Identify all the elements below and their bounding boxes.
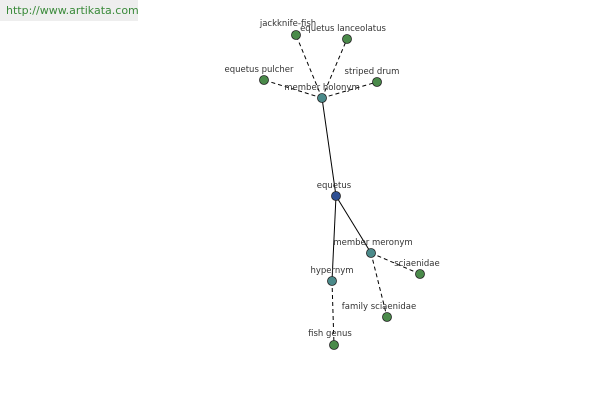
edge-member-meronym-family-sciaenidae xyxy=(370,252,388,318)
relation-label-member-meronym[interactable]: member meronym xyxy=(333,238,412,248)
leaf-node-fish-genus[interactable] xyxy=(329,340,339,350)
edge-member-holonym-striped-drum xyxy=(321,81,378,99)
edge-hypernym-fish-genus xyxy=(331,280,335,346)
leaf-node-equetus-pulcher[interactable] xyxy=(259,75,269,85)
relation-label-member-holonym[interactable]: member holonym xyxy=(284,83,359,93)
leaf-node-striped-drum[interactable] xyxy=(372,77,382,87)
relation-node-member-holonym[interactable] xyxy=(317,93,327,103)
edge-member-holonym-equetus-pulcher xyxy=(263,79,323,99)
edge-member-holonym-equetus-lanceolatus xyxy=(321,38,348,99)
leaf-label-striped-drum[interactable]: striped drum xyxy=(345,67,400,77)
relation-node-member-meronym[interactable] xyxy=(366,248,376,258)
leaf-label-family-sciaenidae[interactable]: family sciaenidae xyxy=(342,302,416,312)
center-node-label[interactable]: equetus xyxy=(317,181,352,191)
leaf-node-jackknife-fish[interactable] xyxy=(291,30,301,40)
leaf-node-family-sciaenidae[interactable] xyxy=(382,312,392,322)
leaf-label-fish-genus[interactable]: fish genus xyxy=(308,329,352,339)
relation-node-hypernym[interactable] xyxy=(327,276,337,286)
leaf-label-sciaenidae[interactable]: sciaenidae xyxy=(394,259,439,269)
leaf-label-equetus-pulcher[interactable]: equetus pulcher xyxy=(224,65,294,75)
leaf-label-equetus-lanceolatus[interactable]: equetus lanceolatus xyxy=(300,24,386,34)
edge-member-meronym-sciaenidae xyxy=(370,252,421,275)
edge-member-holonym-jackknife-fish xyxy=(295,34,323,99)
edge-center-hypernym xyxy=(331,195,337,282)
leaf-node-sciaenidae[interactable] xyxy=(415,269,425,279)
leaf-label-jackknife-fish[interactable]: jackknife-fish xyxy=(259,19,316,29)
center-node[interactable] xyxy=(331,191,341,201)
leaf-node-equetus-lanceolatus[interactable] xyxy=(342,34,352,44)
relation-label-hypernym[interactable]: hypernym xyxy=(310,266,353,276)
source-url-link[interactable]: http://www.artikata.com xyxy=(0,0,139,21)
edge-center-member-holonym xyxy=(321,97,337,197)
edge-center-member-meronym xyxy=(335,195,372,254)
